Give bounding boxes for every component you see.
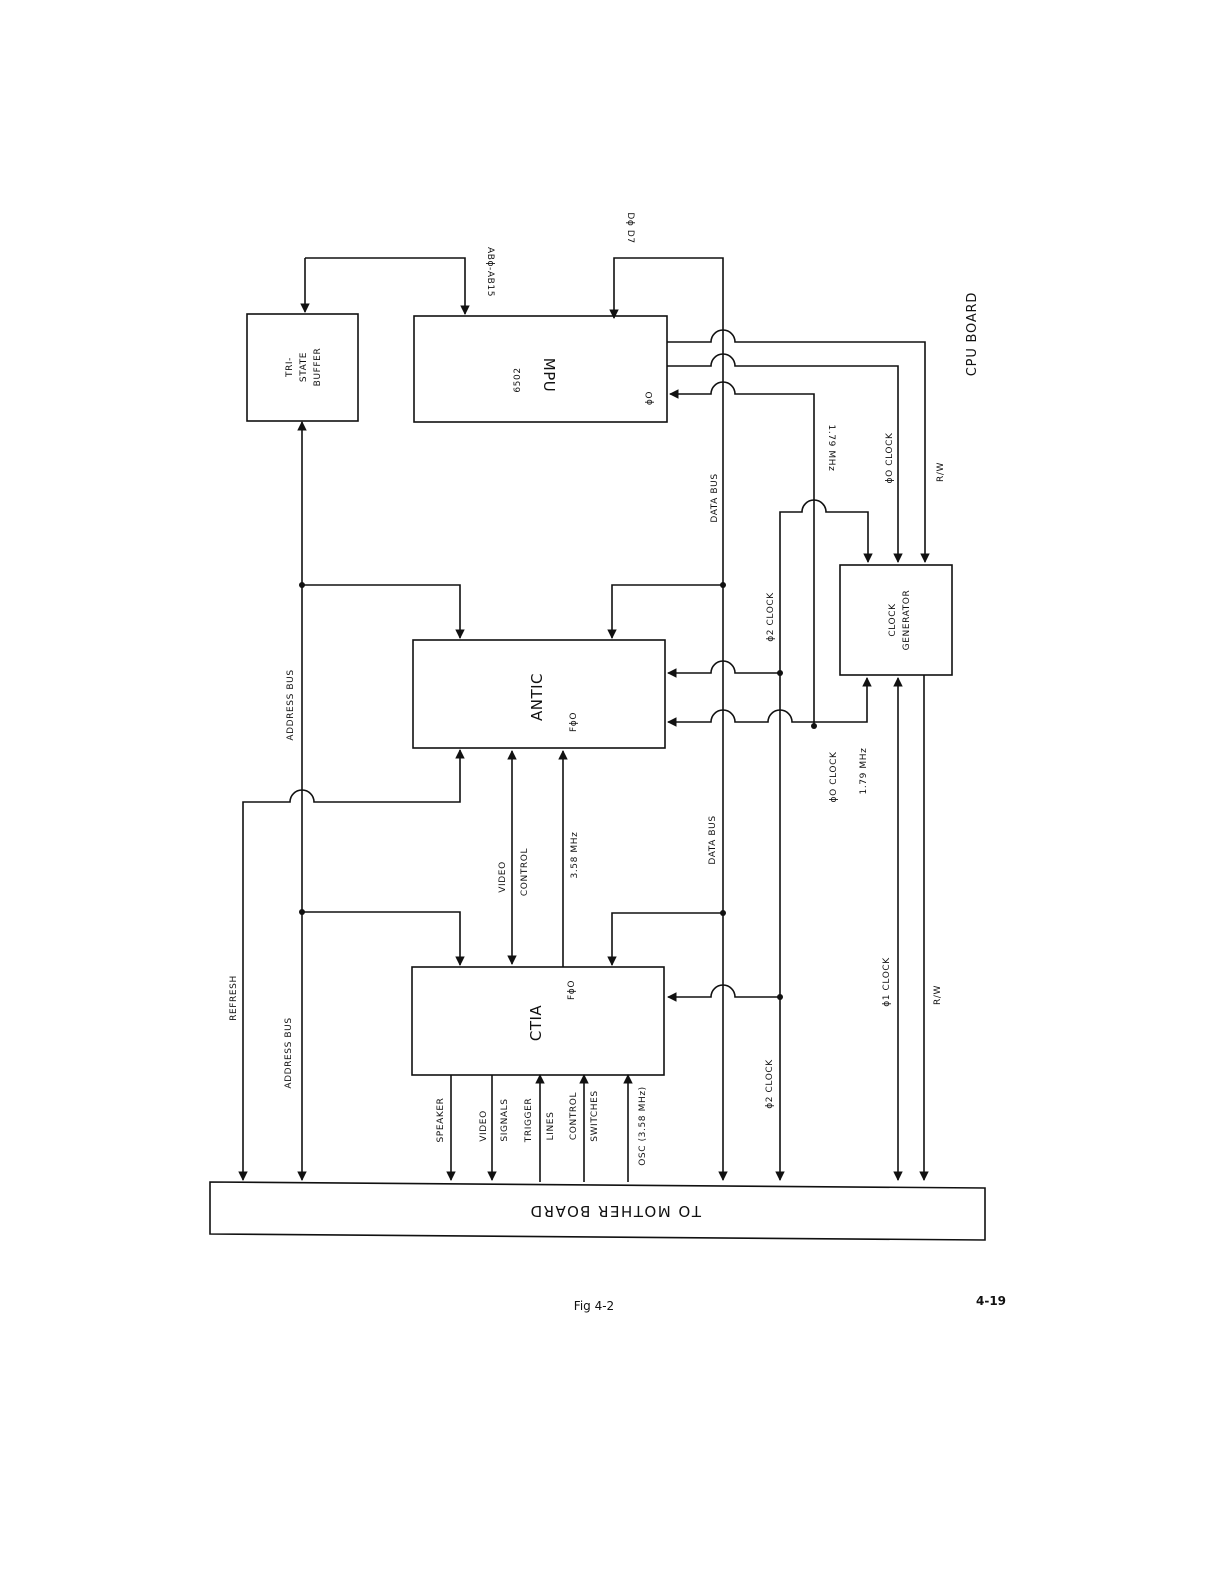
antic-block: ANTIC FϕO (412, 639, 666, 749)
signal-labels: ABϕ-AB15 Dϕ D7 ADDRESS BUS ADDRESS BUS R… (229, 212, 946, 1165)
ctia-motherboard-lines (446, 1074, 633, 1182)
tri-state-label-3: BUFFER (313, 348, 323, 387)
mpu-sub-label: 6502 (513, 367, 523, 392)
speaker-label: SPEAKER (436, 1097, 446, 1142)
antic-ctia-lines (507, 750, 568, 967)
figure-caption: Fig 4-2 (574, 1299, 614, 1313)
mpu-phi0-pin: ϕO (645, 391, 655, 405)
data-bus-lower-label: DATA BUS (708, 815, 718, 864)
antic-name: ANTIC (528, 673, 546, 721)
address-bus-upper-label: ADDRESS BUS (286, 669, 296, 740)
video-signals-label-1: VIDEO (479, 1110, 489, 1142)
phi0-clock-lower-label: ϕO CLOCK (829, 751, 839, 802)
address-bus-lines (238, 257, 470, 1181)
antic-f0-pin: FϕO (569, 712, 579, 732)
clock-generator-block: CLOCK GENERATOR (839, 564, 953, 676)
mhz-179-upper-label: 1.79 MHz (826, 425, 836, 472)
clock-gen-label-1: CLOCK (888, 603, 898, 637)
ctia-block: CTIA FϕO (411, 966, 665, 1076)
trigger-lines-label-1: TRIGGER (524, 1098, 534, 1144)
rw-lower-label: R/W (933, 985, 943, 1005)
address-bus-lower-label: ADDRESS BUS (284, 1017, 294, 1088)
tri-state-label-1: TRI- (285, 357, 295, 378)
phi2-clock-upper-label: ϕ2 CLOCK (766, 592, 776, 642)
ctia-name: CTIA (527, 1005, 545, 1042)
tri-state-label-2: STATE (299, 352, 309, 382)
video-control-label-2: CONTROL (520, 848, 530, 896)
phi0-clock-lines (667, 677, 872, 729)
refresh-label: REFRESH (229, 975, 239, 1021)
phi0-clock-upper-label: ϕO CLOCK (885, 432, 895, 483)
mpu-clock-lines (667, 329, 930, 726)
control-switches-label-2: SWITCHES (590, 1090, 600, 1142)
clock-gen-label-2: GENERATOR (902, 590, 912, 651)
cpu-board-title: CPU BOARD (965, 292, 980, 376)
phi1-rw-lines (893, 675, 929, 1181)
data-top-label: Dϕ D7 (625, 212, 635, 243)
mother-board-label: TO MOTHER BOARD (529, 1202, 702, 1220)
mhz-179-lower-label: 1.79 MHz (859, 748, 869, 795)
ctia-f0-pin: FϕO (567, 980, 577, 1000)
control-switches-label-1: CONTROL (569, 1092, 579, 1140)
phi1-clock-label: ϕ1 CLOCK (882, 957, 892, 1007)
mhz-358-label: 3.58 MHz (570, 832, 580, 879)
osc-label: OSC (3.58 MHz) (638, 1086, 648, 1166)
mother-board-connector: TO MOTHER BOARD (209, 1181, 986, 1241)
video-control-label-1: VIDEO (498, 861, 508, 893)
page-number: 4-19 (976, 1294, 1006, 1308)
mpu-block: 6502 MPU ϕO (413, 315, 668, 423)
rw-upper-label: R/W (936, 462, 946, 482)
trigger-lines-label-2: LINES (546, 1112, 556, 1141)
mpu-name: MPU (540, 358, 558, 392)
video-signals-label-2: SIGNALS (500, 1098, 510, 1141)
phi2-clock-lines (667, 499, 873, 1181)
ab-bus-label: ABϕ-AB15 (485, 247, 495, 297)
phi2-clock-lower-label: ϕ2 CLOCK (765, 1059, 775, 1109)
tri-state-buffer-block: TRI- STATE BUFFER (246, 313, 359, 422)
data-bus-upper-label: DATA BUS (710, 473, 720, 522)
